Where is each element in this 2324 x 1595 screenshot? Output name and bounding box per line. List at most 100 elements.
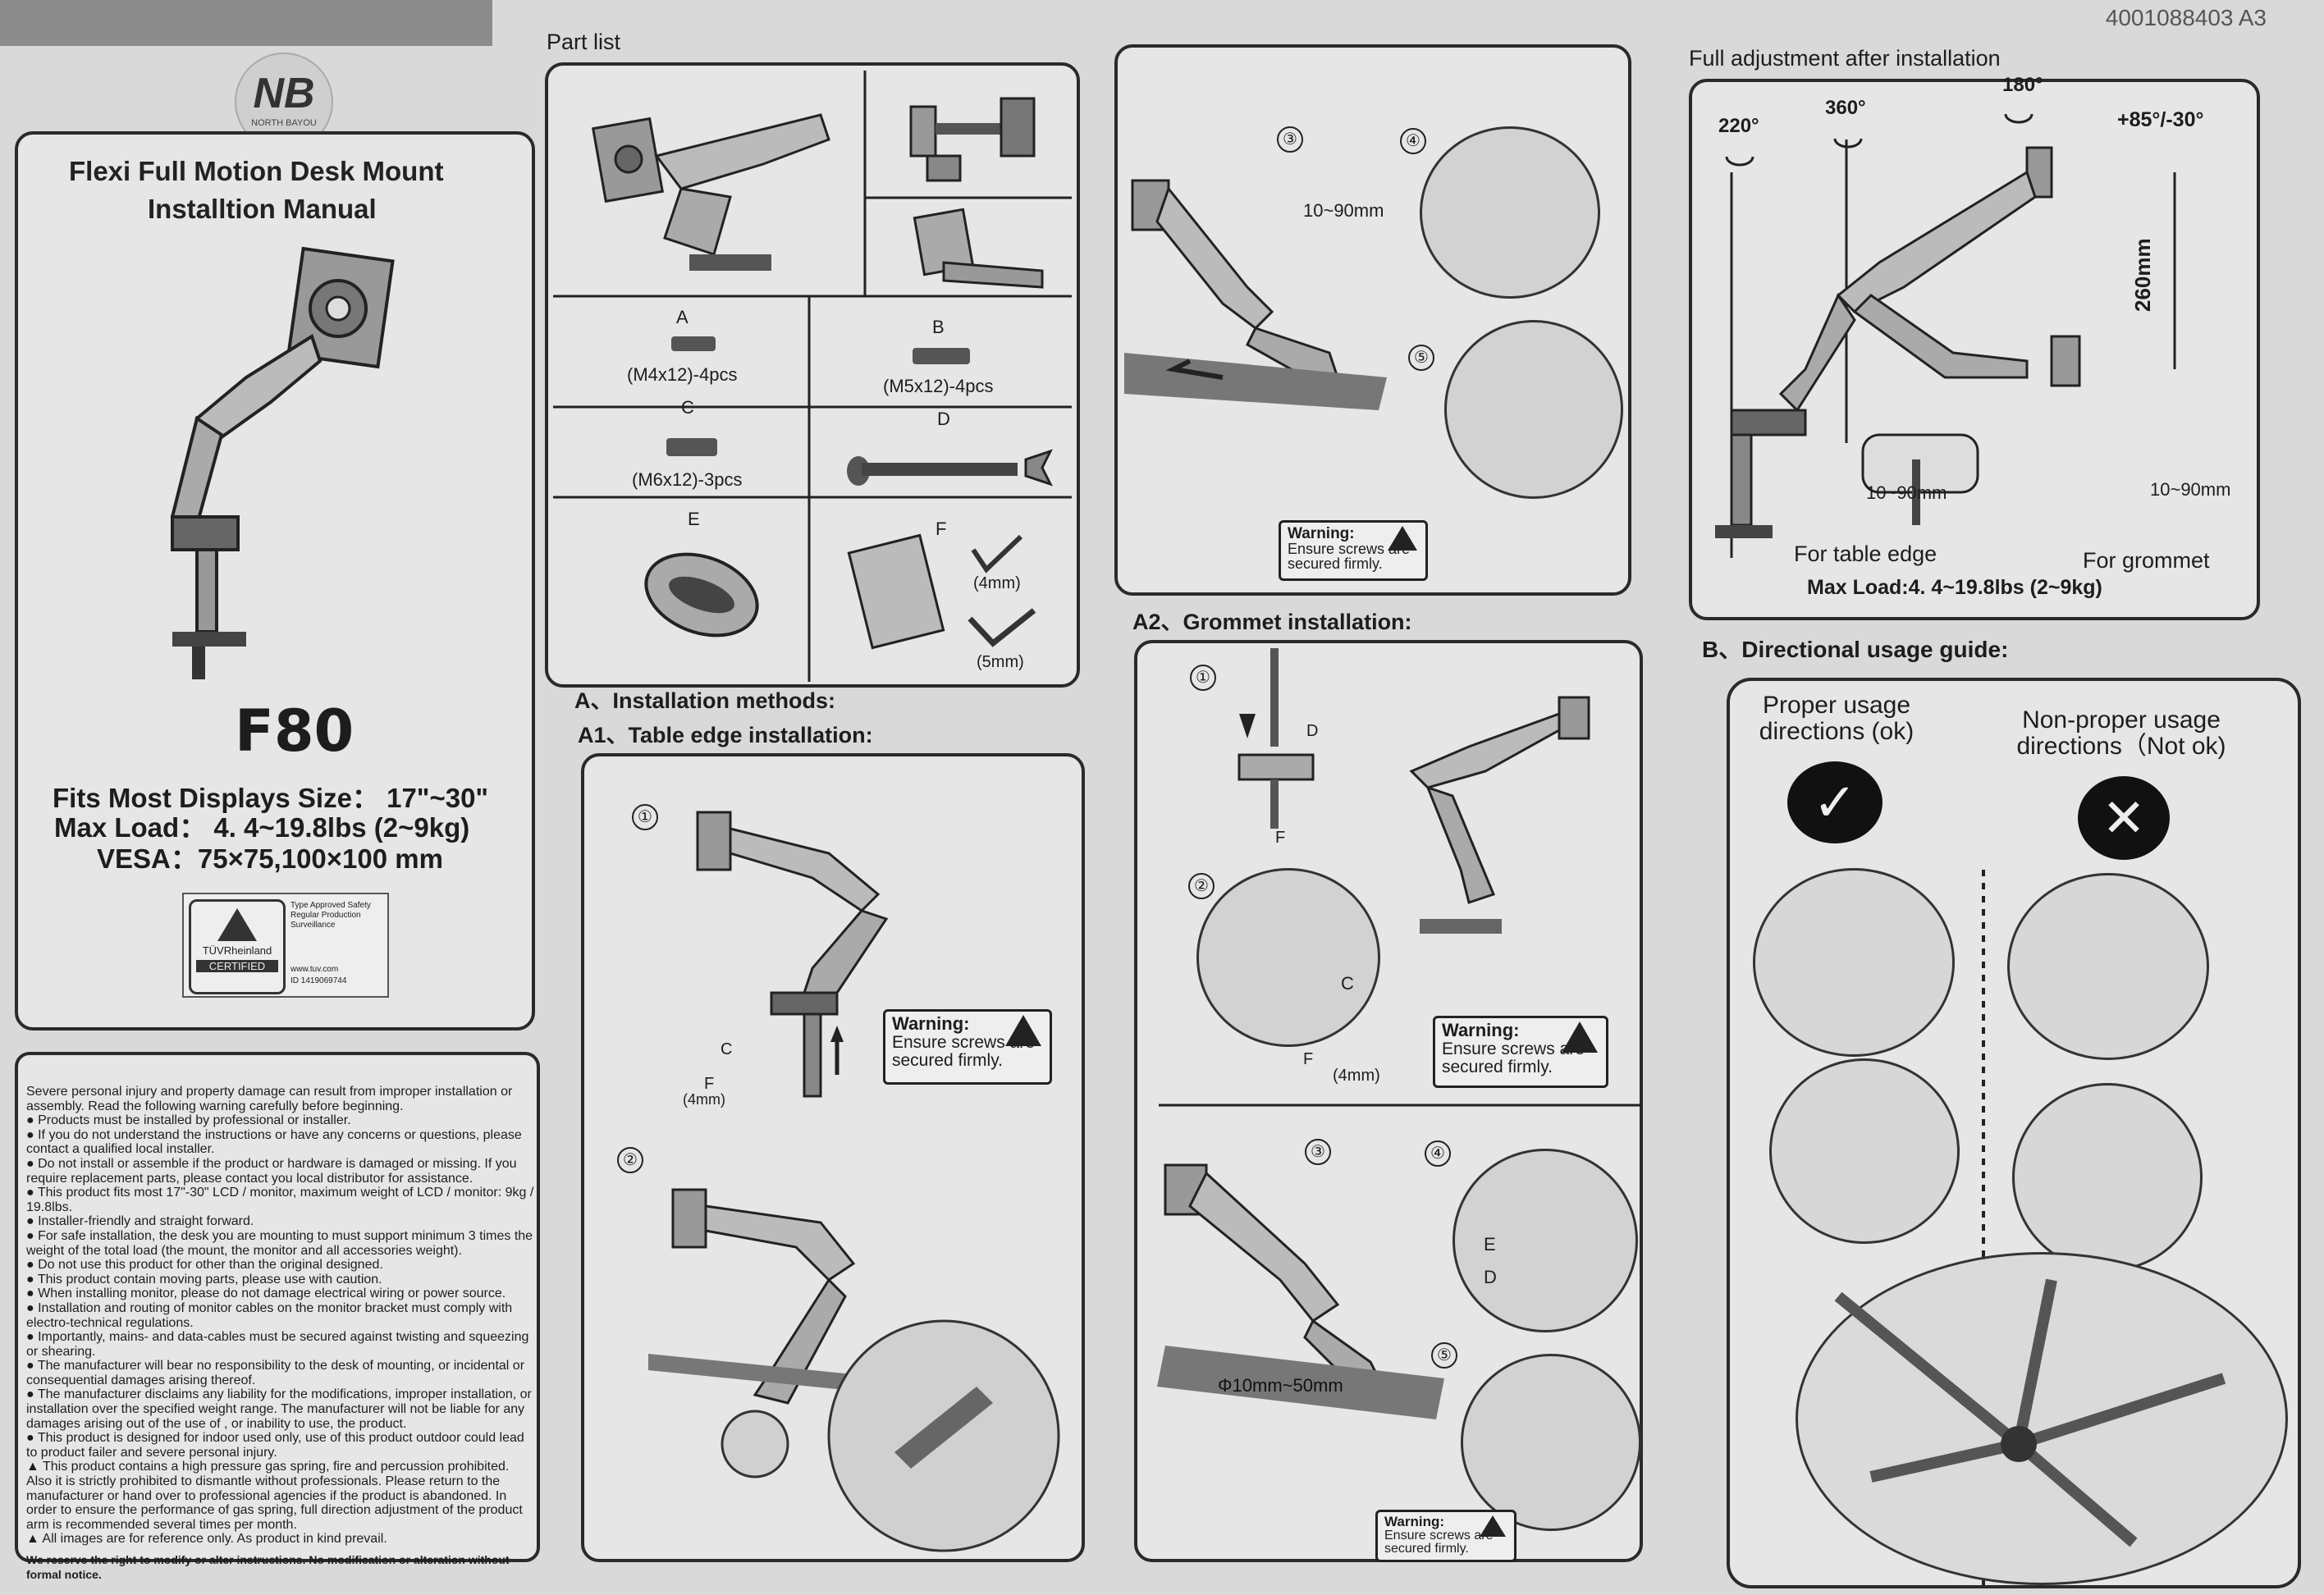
a2-step5-detail-circle (1461, 1354, 1641, 1531)
proper-usage-example-2 (1769, 1058, 1960, 1244)
a2-d-bottom-label: D (1484, 1267, 1497, 1287)
safety-warning-item: ▲ All images are for reference only. As … (26, 1532, 387, 1547)
a2-f-bottom-label: F (1303, 1050, 1314, 1068)
warning-text: Ensure screws are secured firmly. (892, 1033, 1035, 1070)
part-b-spec: (M5x12)-4pcs (883, 376, 994, 396)
part-a-spec: (M4x12)-4pcs (627, 364, 738, 385)
angle-220: 220° (1718, 115, 1759, 137)
safety-footer: We reserve the right to modify or alter … (26, 1553, 510, 1581)
safety-item-text: If you do not understand the instruction… (26, 1127, 522, 1157)
a2-arm-illustration (1409, 696, 1590, 934)
part-list-grid (553, 71, 1072, 682)
screw-b-icon (913, 348, 970, 364)
a1-step3-illustration (1124, 179, 1387, 410)
tuv-certified: CERTIFIED (196, 960, 278, 972)
part-a-letter: A (676, 307, 689, 327)
warning-triangle-icon (1388, 526, 1417, 551)
safety-item: ● When installing monitor, please do not… (26, 1287, 506, 1301)
safety-item-text: Do not use this product for other than t… (38, 1258, 383, 1273)
a2-step-2: ② (1188, 873, 1215, 899)
tuv-id: ID 1419069744 (290, 976, 347, 985)
top-strip (0, 0, 492, 46)
part-f-letter: F (936, 519, 947, 539)
fits-size: Fits Most Displays Size： 17"~30" (53, 783, 489, 813)
safety-item: ● The manufacturer will bear no responsi… (26, 1359, 525, 1387)
a1-step2-illustration (648, 1188, 1060, 1552)
cover-title-2: Installtion Manual (148, 194, 377, 224)
safety-item-text: The manufacturer will bear no responsibi… (26, 1359, 525, 1387)
part-list-arm-illustration (591, 113, 830, 271)
a1-f-label: F (704, 1075, 715, 1093)
a2-step-5: ⑤ (1431, 1342, 1457, 1369)
rotate-360-icon (1833, 138, 1863, 149)
safety-warning-text: This product contains a high pressure ga… (26, 1460, 523, 1532)
a2-step-3: ③ (1305, 1139, 1331, 1165)
full-adjustment-panel (1689, 79, 2260, 620)
warning-text: Ensure screws are secured firmly. (1288, 541, 1411, 572)
a2-divider (1159, 1104, 1643, 1107)
model-name: F80 (235, 697, 355, 765)
part-b-letter: B (932, 317, 945, 337)
a1-title: A1、Table edge installation: (578, 723, 873, 747)
non-proper-usage-example-1 (2007, 873, 2209, 1060)
a2-step-4: ④ (1425, 1140, 1451, 1167)
a2-e-label: E (1484, 1234, 1496, 1255)
safety-item: ● This product contain moving parts, ple… (26, 1272, 382, 1287)
a2-step-1: ① (1190, 665, 1216, 691)
safety-intro: Severe personal injury and property dama… (26, 1085, 513, 1113)
proper-usage-label: Proper usage directions (ok) (1759, 692, 1915, 745)
brand-logo-text: NB (253, 70, 315, 117)
directional-guide-title: B、Directional usage guide: (1702, 637, 2009, 662)
part-e-letter: E (688, 509, 700, 529)
safety-item: ● Importantly, mains- and data-cables mu… (26, 1330, 529, 1359)
a1-c-label: C (721, 1040, 733, 1058)
full-adjustment-arm-illustration (1715, 139, 2081, 558)
angle-360: 360° (1825, 97, 1866, 119)
a1-warning-box: Warning: Ensure screws are secured firml… (883, 1009, 1052, 1085)
safety-panel (15, 1052, 540, 1562)
a2-bottom-warning-box: Warning: Ensure screws are secured firml… (1375, 1510, 1517, 1562)
proper-usage-example-1 (1753, 868, 1955, 1057)
a2-hole-diameter-label: Φ10mm~50mm (1218, 1375, 1343, 1396)
screw-a-icon (671, 336, 716, 351)
cross-not-ok-icon: ✕ (2078, 776, 2170, 860)
installation-methods-title: A、Installation methods: (574, 688, 836, 713)
safety-item-text: This product is designed for indoor used… (26, 1431, 524, 1460)
safety-item: ● Do not use this product for other than… (26, 1258, 383, 1273)
a1-step-3: ③ (1277, 126, 1303, 153)
tuv-url: www.tuv.com (290, 965, 339, 974)
warning-triangle-icon (1005, 1015, 1041, 1046)
tuv-name: TÜVRheinland (202, 944, 272, 957)
part-c-spec: (M6x12)-3pcs (632, 469, 743, 490)
for-table-edge: For table edge (1794, 542, 1937, 566)
clamp-part-illustration (909, 97, 1036, 182)
safety-item: ● This product is designed for indoor us… (26, 1431, 524, 1460)
a1-f-4mm-label: (4mm) (683, 1091, 725, 1108)
safety-item: ● Installation and routing of monitor ca… (26, 1300, 513, 1330)
safety-item: ● For safe installation, the desk you ar… (26, 1228, 533, 1258)
a1-step-4: ④ (1400, 128, 1426, 154)
safety-item: ● Do not install or assemble if the prod… (26, 1156, 517, 1186)
height-range-arrow-icon (2173, 172, 2176, 369)
safety-item-text: For safe installation, the desk you are … (26, 1228, 533, 1258)
safety-item: ● The manufacturer disclaims any liabili… (26, 1387, 532, 1431)
rotation-range-arms-illustration (1834, 1278, 2226, 1547)
a1-step1-illustration (696, 811, 889, 1098)
warning-title: Warning: (1384, 1514, 1445, 1529)
vesa: VESA：75×75,100×100 mm (97, 843, 443, 874)
a2-step2-detail-circle (1196, 868, 1380, 1047)
rotate-220-icon (1725, 156, 1754, 167)
part-d-letter: D (937, 409, 950, 429)
a2-title: A2、Grommet installation: (1132, 610, 1412, 634)
warning-triangle-icon (1562, 1021, 1598, 1053)
safety-item-text: This product contain moving parts, pleas… (37, 1272, 382, 1287)
non-proper-usage-example-2 (2012, 1083, 2203, 1272)
allen-key-5mm-icon (968, 608, 1036, 647)
safety-item-text: Installer-friendly and straight forward. (38, 1214, 254, 1229)
for-grommet: For grommet (2083, 548, 2210, 573)
safety-item-text: Products must be installed by profession… (38, 1113, 351, 1128)
safety-item-text: The manufacturer disclaims any liability… (26, 1387, 532, 1431)
part-c-letter: C (681, 397, 694, 418)
cover-title-1: Flexi Full Motion Desk Mount (69, 156, 444, 186)
tuv-triangle-icon (217, 908, 257, 941)
